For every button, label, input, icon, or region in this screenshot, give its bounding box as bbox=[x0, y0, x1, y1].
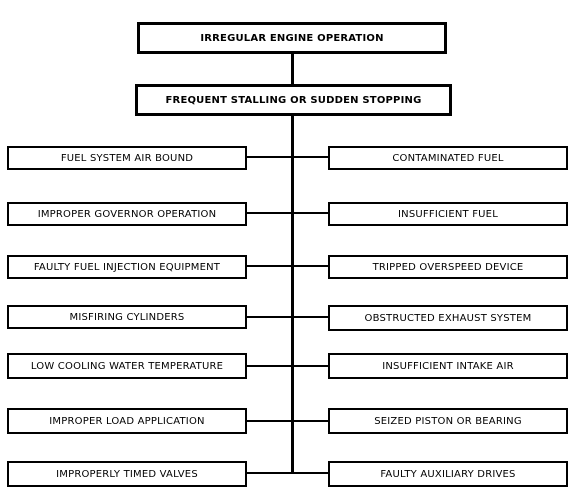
right-box-6: SEIZED PISTON OR BEARING bbox=[328, 408, 568, 434]
left-box-2: IMPROPER GOVERNOR OPERATION bbox=[7, 202, 247, 226]
right-box-7: FAULTY AUXILIARY DRIVES bbox=[328, 461, 568, 487]
branch-row-7 bbox=[246, 472, 330, 474]
right-box-3: TRIPPED OVERSPEED DEVICE bbox=[328, 255, 568, 279]
branch-row-1 bbox=[246, 156, 330, 158]
branch-row-5 bbox=[246, 365, 330, 367]
connector-top-to-main bbox=[291, 52, 294, 86]
main-box: FREQUENT STALLING OR SUDDEN STOPPING bbox=[135, 84, 452, 116]
left-box-4: MISFIRING CYLINDERS bbox=[7, 305, 247, 329]
branch-row-4 bbox=[246, 316, 330, 318]
right-box-4: OBSTRUCTED EXHAUST SYSTEM bbox=[328, 305, 568, 331]
left-box-1: FUEL SYSTEM AIR BOUND bbox=[7, 146, 247, 170]
branch-row-6 bbox=[246, 420, 330, 422]
branch-row-3 bbox=[246, 265, 330, 267]
connector-trunk bbox=[291, 114, 294, 474]
right-box-5: INSUFFICIENT INTAKE AIR bbox=[328, 353, 568, 379]
left-box-6: IMPROPER LOAD APPLICATION bbox=[7, 408, 247, 434]
left-box-5: LOW COOLING WATER TEMPERATURE bbox=[7, 353, 247, 379]
right-box-1: CONTAMINATED FUEL bbox=[328, 146, 568, 170]
left-box-7: IMPROPERLY TIMED VALVES bbox=[7, 461, 247, 487]
right-box-2: INSUFFICIENT FUEL bbox=[328, 202, 568, 226]
top-box: IRREGULAR ENGINE OPERATION bbox=[137, 22, 447, 54]
left-box-3: FAULTY FUEL INJECTION EQUIPMENT bbox=[7, 255, 247, 279]
branch-row-2 bbox=[246, 212, 330, 214]
